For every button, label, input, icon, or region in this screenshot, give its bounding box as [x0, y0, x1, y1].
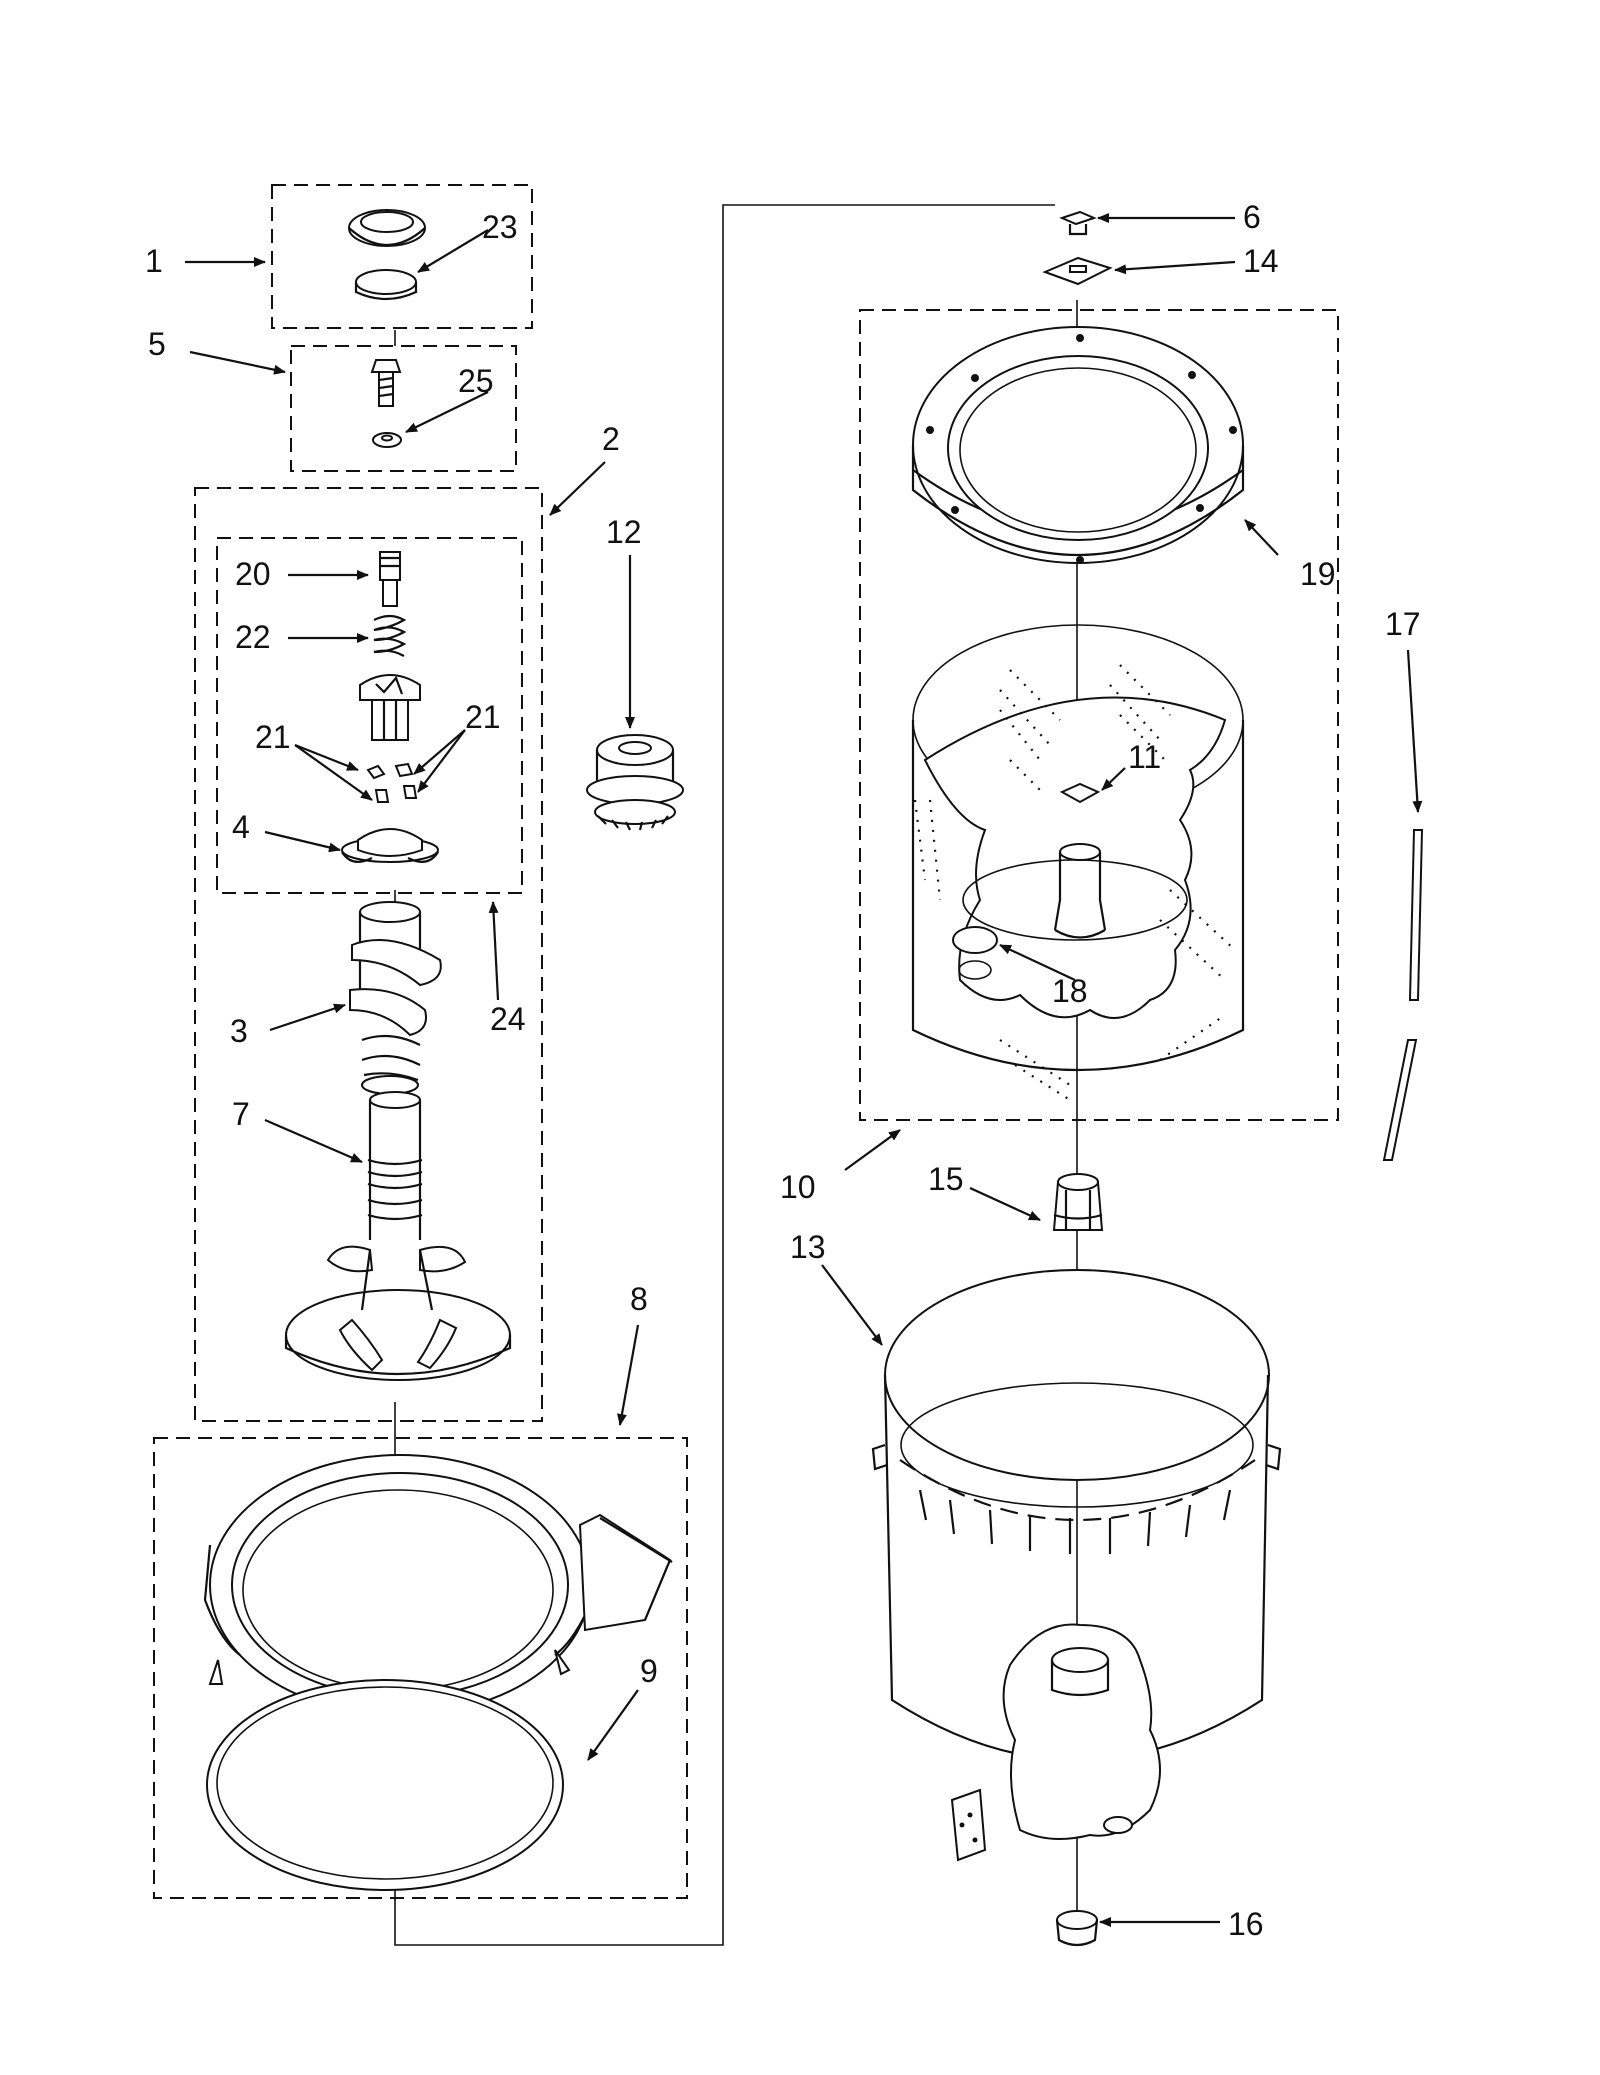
cap-seal-ring-part: [354, 269, 418, 301]
tub-seal-part: [586, 734, 684, 831]
group-box-10: [859, 309, 1339, 1121]
callout-15: 15: [928, 1161, 964, 1197]
callout-4: 4: [232, 809, 250, 845]
group-box-8: [153, 1437, 688, 1899]
callout-9: 9: [640, 1653, 658, 1689]
callout-21-left: 21: [255, 719, 291, 755]
connector-line: [394, 204, 1055, 1946]
callout-12: 12: [606, 514, 642, 550]
dog-clip-parts: [366, 762, 418, 803]
callout-19: 19: [1300, 556, 1336, 592]
callout-23: 23: [482, 209, 518, 245]
callout-8: 8: [630, 1281, 648, 1317]
callout-22: 22: [235, 619, 271, 655]
basket-perforations: [913, 664, 1236, 1101]
group-box-1: [271, 184, 533, 329]
drive-block-part: [1042, 256, 1113, 286]
callout-3: 3: [230, 1013, 248, 1049]
callout-6: 6: [1243, 199, 1261, 235]
balance-ring-part: [911, 326, 1245, 564]
agitator-cap-part: [348, 209, 426, 247]
callout-11: 11: [1128, 739, 1161, 775]
cam-base-part: [341, 828, 439, 863]
dog-part: [379, 551, 401, 607]
callout-18: 18: [1052, 973, 1088, 1009]
hub-nut-part: [1059, 210, 1097, 236]
bolt-part: [370, 359, 402, 407]
group-box-5: [290, 345, 517, 472]
callout-13: 13: [790, 1229, 826, 1265]
leader-arrows: [185, 213, 1423, 1927]
auger-part: [349, 901, 442, 1095]
drain-plug-part: [1055, 1910, 1099, 1947]
callout-14: 14: [1243, 243, 1279, 279]
outer-tub-part: [871, 1269, 1282, 1862]
hose-part: [1382, 829, 1424, 1161]
cam-part: [359, 674, 421, 741]
callout-7: 7: [232, 1096, 250, 1132]
callout-25: 25: [458, 363, 494, 399]
basket-part: [911, 624, 1245, 1101]
snubber-ring-part: [206, 1679, 564, 1891]
tub-ring-part: [203, 1454, 673, 1730]
callout-1: 1: [145, 243, 163, 279]
spring-part: [373, 614, 407, 657]
drive-hub-part: [1052, 1173, 1104, 1231]
callout-20: 20: [235, 556, 271, 592]
callout-5: 5: [148, 326, 166, 362]
callout-24: 24: [490, 1001, 526, 1037]
callout-17: 17: [1385, 606, 1421, 642]
callout-16: 16: [1228, 1906, 1264, 1942]
agitator-part: [284, 1091, 512, 1381]
callout-labels: 1 2 3 4 5 6 7 8 9 10 11 12 13 14 15 16 1…: [145, 199, 1421, 1942]
washer-part: [372, 432, 402, 448]
callout-21-right: 21: [465, 699, 501, 735]
callout-10: 10: [780, 1169, 816, 1205]
callout-2: 2: [602, 421, 620, 457]
group-box-2: [194, 487, 543, 1422]
